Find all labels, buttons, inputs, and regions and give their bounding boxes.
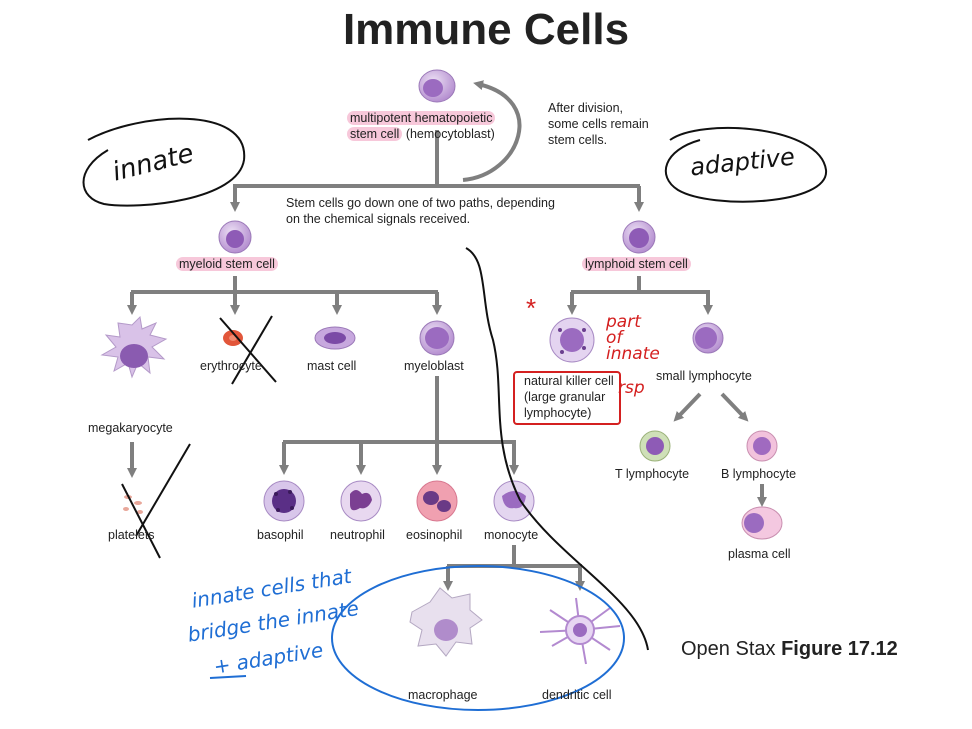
nk-label-2: (large granular <box>524 390 606 404</box>
self-renewal-arrow <box>462 80 522 182</box>
page-title: Immune Cells <box>342 5 630 54</box>
lymphoid-stem-text: lymphoid stem cell <box>582 257 691 271</box>
myeloid-stem-text: myeloid stem cell <box>176 257 278 271</box>
eosinophil-label: eosinophil <box>406 528 463 542</box>
mast-cell-label: mast cell <box>307 359 357 373</box>
innate-circle <box>82 117 246 207</box>
t-lymphocyte-cell <box>639 430 671 462</box>
platelets-label: platelets <box>108 528 155 542</box>
lymphoid-stem-label: lymphoid stem cell <box>582 256 691 272</box>
division-note-2: some cells remain <box>548 117 649 131</box>
monocyte-label: monocyte <box>484 528 539 542</box>
connector-arrows <box>127 80 767 591</box>
myeloblast-label: myeloblast <box>404 359 464 373</box>
stem-cell-label-rest: (hemocytoblast) <box>405 127 495 141</box>
megakaryocyte-label: megakaryocyte <box>88 421 173 435</box>
hemocytoblast-cell <box>418 69 456 103</box>
nk-box <box>513 371 621 425</box>
lymphoid-stem-cell <box>622 220 656 254</box>
credit-figure: Figure 17.12 <box>781 638 898 660</box>
t-lymphocyte-label: T lymphocyte <box>615 467 690 481</box>
b-lymphocyte-cell <box>746 430 778 462</box>
neutrophil-cell <box>340 480 382 522</box>
macrophage-cell <box>409 587 483 657</box>
erythrocyte-cross-1 <box>219 317 277 383</box>
dendritic-cell <box>539 597 621 665</box>
credit-prefix: Open Stax <box>681 638 776 660</box>
basophil-cell <box>263 480 305 522</box>
stem-cell-label-highlight-1: multipotent hematopoietic <box>347 111 496 125</box>
stem-cell-label-line1: multipotent hematopoietic <box>347 110 496 126</box>
plasma-cell-label: plasma cell <box>728 547 791 561</box>
monocyte-cell <box>493 480 535 522</box>
small-lymphocyte-cell <box>692 322 724 354</box>
basophil-label: basophil <box>257 528 304 542</box>
nk-label-1: natural killer cell <box>524 374 614 388</box>
myeloid-stem-cell <box>218 220 252 254</box>
star-annotation: * <box>526 293 537 323</box>
dendritic-cell-label: dendritic cell <box>542 688 612 702</box>
mast-cell <box>314 326 356 350</box>
bridge-circle <box>331 565 625 711</box>
part-annotation-4: rsp <box>618 378 645 398</box>
eosinophil-cell <box>416 480 458 522</box>
macrophage-label: macrophage <box>408 688 478 702</box>
ink-red <box>513 371 621 425</box>
megakaryocyte-cell <box>100 315 168 379</box>
myeloid-stem-label: myeloid stem cell <box>176 256 278 272</box>
innate-adaptive-divider <box>465 247 649 651</box>
division-note-3: stem cells. <box>548 133 608 147</box>
adaptive-circle <box>664 127 828 203</box>
stem-cell-label-line2: stem cell (hemocytoblast) <box>347 126 495 142</box>
nk-cell <box>549 317 595 363</box>
neutrophil-label: neutrophil <box>330 528 385 542</box>
plasma-cell <box>741 506 783 540</box>
ink-blue <box>209 565 625 711</box>
paths-note-1: Stem cells go down one of two paths, dep… <box>286 196 555 210</box>
part-annotation-2: of <box>606 328 623 348</box>
erythrocyte-cross-2 <box>231 315 273 385</box>
nk-label-3: lymphocyte) <box>524 406 592 420</box>
ink-black <box>82 117 828 651</box>
bridge-underline <box>209 675 247 679</box>
erythrocyte-label: erythrocyte <box>200 359 262 373</box>
division-note-1: After division, <box>548 101 624 115</box>
figure-credit: Open Stax Figure 17.12 <box>681 638 898 660</box>
small-lymphocyte-label: small lymphocyte <box>656 369 752 383</box>
paths-note-2: on the chemical signals received. <box>286 212 471 226</box>
part-annotation-1: part <box>606 312 641 332</box>
b-lymphocyte-label: B lymphocyte <box>721 467 797 481</box>
platelets-cross-2 <box>135 443 191 537</box>
myeloblast-cell <box>419 320 455 356</box>
part-annotation-3: innate <box>606 344 660 364</box>
platelets-cross-1 <box>121 483 161 559</box>
stem-cell-label-highlight-2: stem cell <box>347 127 403 141</box>
